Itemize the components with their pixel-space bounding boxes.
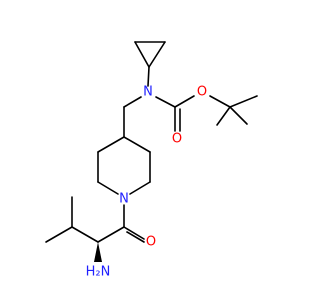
atom-label-o-ester: O <box>197 85 207 100</box>
atom-n-carbamate: N <box>143 85 153 100</box>
wedge-bond-alpha-nh2 <box>94 242 102 262</box>
atom-label-nh2: H₂N <box>86 265 111 280</box>
bond-o-tbu <box>209 95 231 108</box>
atom-nh2: H₂N <box>86 265 111 280</box>
atom-label-n-piperidine: N <box>119 192 129 207</box>
bond-n-ch2 <box>123 96 142 108</box>
bond-carbamate-double-o <box>174 106 181 132</box>
cyclopropyl-ring <box>134 41 166 68</box>
bond-cyclopropyl-n <box>147 66 150 87</box>
molecule-structure: N O O N O H₂N <box>45 41 258 280</box>
atom-o-amide: O <box>146 235 156 250</box>
isopropyl-group <box>45 196 73 243</box>
bond-alpha-ch <box>71 226 99 243</box>
atom-label-o-amide: O <box>146 235 156 250</box>
bond-n-carbamate-c <box>155 96 176 108</box>
atom-n-piperidine: N <box>119 192 129 207</box>
bond-amide-double-o <box>123 226 145 243</box>
atom-o-ester: O <box>197 85 207 100</box>
atom-label-n-carbamate: N <box>143 85 153 100</box>
tert-butyl-group <box>216 95 258 126</box>
piperidine-ring <box>97 136 151 195</box>
bond-carbamate-c-o-ester <box>174 95 195 108</box>
atom-label-o-carbonyl: O <box>172 132 182 147</box>
bond-amide-c-alpha <box>97 226 125 243</box>
atom-o-carbonyl-carbamate: O <box>172 132 182 147</box>
